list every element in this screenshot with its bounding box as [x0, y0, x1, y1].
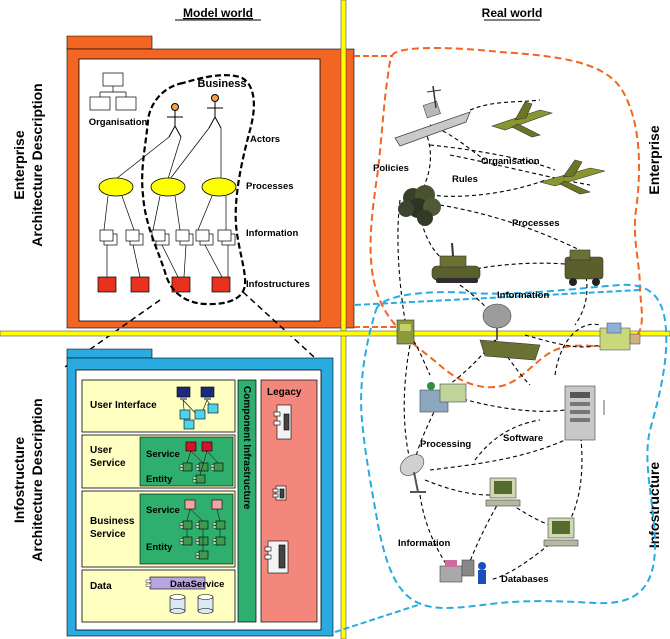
- information-infostructure-links: [106, 244, 229, 278]
- rw-organisation-label: Organisation: [481, 156, 540, 167]
- information-label: Information: [246, 228, 298, 239]
- operator-workstation-icon: [419, 382, 467, 413]
- fighter-jet-icon-1: [491, 101, 554, 138]
- model-world-header: Model world: [183, 6, 253, 20]
- database-station-icon: [439, 559, 486, 584]
- vertical-axis: [340, 0, 347, 639]
- infostructure-square-1: [97, 276, 117, 293]
- rw-processes-label: Processes: [512, 218, 560, 229]
- rules-label: Rules: [452, 174, 478, 185]
- component-infrastructure-label: Component Infrastructure: [241, 386, 252, 510]
- rw-information-upper-label: Information: [497, 290, 549, 301]
- horizontal-axis: [0, 330, 670, 337]
- component-infrastructure-column: [237, 379, 257, 623]
- software-label: Software: [503, 433, 543, 444]
- ui-components: [176, 386, 219, 430]
- real-world-header: Real world: [482, 6, 543, 20]
- desktop-computer-icon-1: [485, 477, 521, 507]
- zoom-line-right: [242, 291, 326, 368]
- server-tower-icon: [564, 385, 605, 441]
- information-documents: [99, 229, 236, 246]
- processing-label: Processing: [420, 439, 471, 450]
- process-ellipse-2: [150, 177, 186, 197]
- infra-desc-line2: Architecture Description: [29, 398, 45, 561]
- satellite-dish-icon: [399, 454, 426, 493]
- infostructure-link-top: [354, 289, 641, 306]
- process-ellipse-1: [98, 177, 134, 197]
- organisation-chart: [89, 72, 137, 111]
- actor-figure-1: [167, 103, 183, 138]
- infostructures-label: Infostructures: [246, 279, 310, 290]
- business-boundary: [141, 74, 255, 306]
- fighter-jet-icon-2: [538, 159, 606, 195]
- infostructure-link-bottom: [334, 603, 422, 633]
- enterprise-description-label: Enterprise Architecture Description: [11, 83, 45, 246]
- business-service-label-1: Business: [90, 516, 135, 527]
- databases-label: Databases: [501, 574, 549, 585]
- process-information-links: [103, 195, 227, 231]
- user-service-components: [179, 441, 224, 484]
- tank-icon: [431, 242, 481, 283]
- process-ellipse-3: [201, 177, 237, 197]
- business-service-entity-label: Entity: [146, 542, 173, 553]
- infra-desc-line1: Infostructure: [11, 437, 27, 524]
- enterprise-cloud: [369, 46, 643, 389]
- legacy-label: Legacy: [267, 387, 302, 398]
- infostructure-square-4: [211, 276, 231, 293]
- data-service-label: DataService: [170, 579, 224, 590]
- warship-icon: [394, 85, 471, 147]
- business-service-service-label: Service: [146, 505, 180, 516]
- organisation-label: Organisation: [89, 117, 148, 128]
- radar-vehicle-icon: [479, 303, 541, 361]
- infostructure-square-3: [171, 276, 191, 293]
- desktop-computer-icon-2: [543, 517, 579, 547]
- rw-information-lower-label: Information: [398, 538, 450, 549]
- network-connections: [397, 99, 601, 581]
- infostructure-square-2: [130, 276, 150, 293]
- actors-label: Actors: [250, 134, 280, 145]
- soldiers-group-icon: [398, 185, 441, 226]
- radio-device-icon: [396, 319, 415, 345]
- actor-figure-2: [207, 94, 223, 129]
- legacy-components: [264, 404, 292, 574]
- enterprise-desc-line1: Enterprise: [11, 130, 27, 199]
- infrastructure-description-label: Infostructure Architecture Description: [11, 398, 45, 561]
- business-service-label-2: Service: [90, 529, 126, 540]
- enterprise-right-label: Enterprise: [646, 125, 662, 194]
- infostructure-cloud: [360, 283, 668, 609]
- data-service-component: [145, 576, 206, 590]
- user-service-label-2: Service: [90, 458, 126, 469]
- business-service-components: [179, 499, 226, 560]
- policies-label: Policies: [373, 163, 409, 174]
- database-cylinders: [169, 594, 214, 614]
- business-label: Business: [198, 78, 247, 90]
- enterprise-desc-line2: Architecture Description: [29, 83, 45, 246]
- user-service-service-label: Service: [146, 449, 180, 460]
- data-label: Data: [90, 581, 112, 592]
- user-service-label-1: User: [90, 445, 112, 456]
- actor-process-links: [115, 127, 222, 180]
- armored-vehicle-icon: [564, 249, 604, 286]
- user-service-entity-label: Entity: [146, 474, 173, 485]
- processes-label: Processes: [246, 181, 294, 192]
- user-interface-label: User Interface: [90, 400, 157, 411]
- computer-station-icon: [599, 322, 641, 351]
